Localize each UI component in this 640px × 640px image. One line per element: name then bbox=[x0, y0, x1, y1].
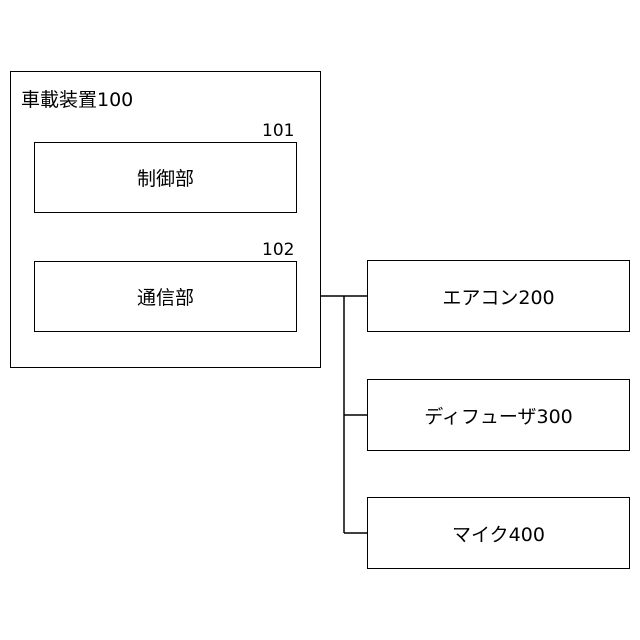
diffuser-label: ディフューザ300 bbox=[424, 402, 573, 429]
comm-unit-ref: 102 bbox=[262, 240, 294, 260]
control-unit-label: 制御部 bbox=[137, 164, 194, 191]
comm-unit-label: 通信部 bbox=[137, 283, 194, 310]
control-unit-box: 制御部 bbox=[34, 142, 297, 213]
diffuser-box: ディフューザ300 bbox=[367, 379, 630, 451]
microphone-box: マイク400 bbox=[367, 497, 630, 569]
microphone-label: マイク400 bbox=[452, 520, 545, 547]
air-conditioner-label: エアコン200 bbox=[442, 283, 554, 310]
air-conditioner-box: エアコン200 bbox=[367, 260, 630, 332]
vehicle-device-title: 車載装置100 bbox=[21, 85, 133, 112]
control-unit-ref: 101 bbox=[262, 121, 294, 141]
comm-unit-box: 通信部 bbox=[34, 261, 297, 332]
